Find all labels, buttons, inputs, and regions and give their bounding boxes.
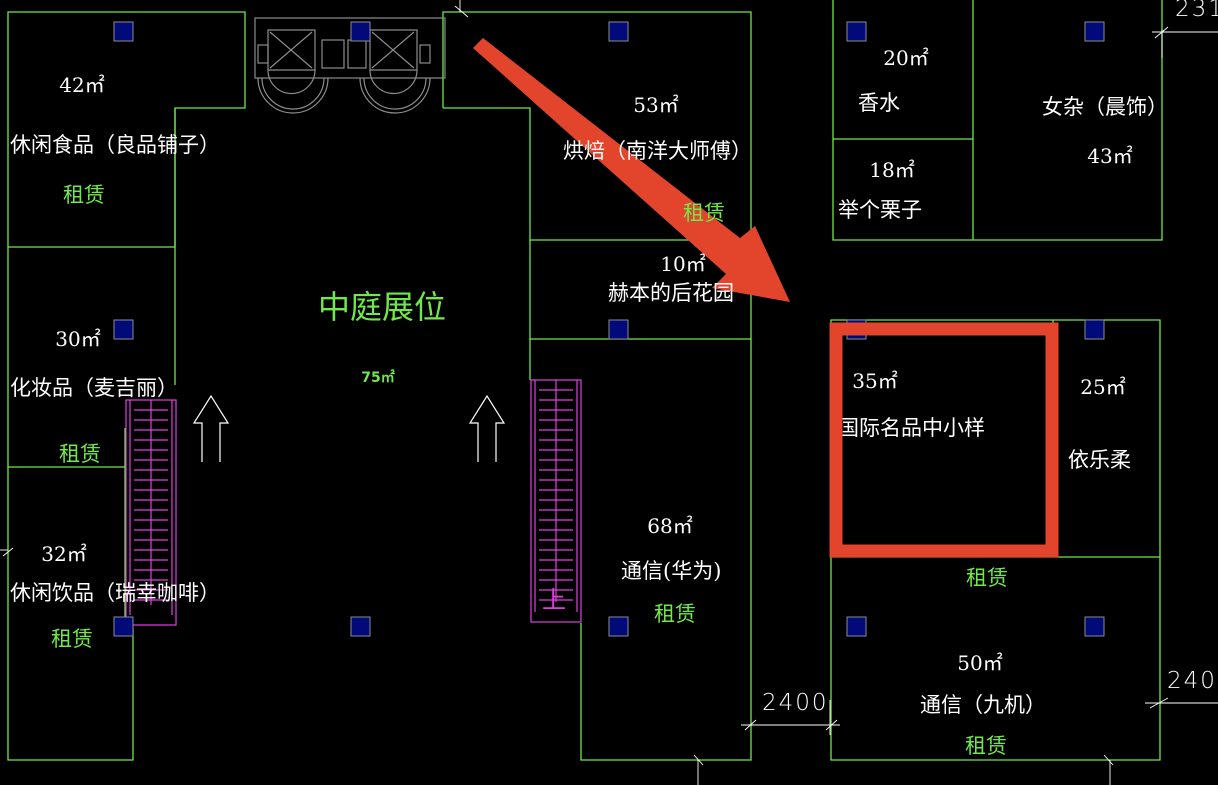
- dimension-label: 240: [1167, 668, 1217, 694]
- shop-name: 休闲食品（良品铺子）: [10, 133, 220, 157]
- wall-drinks: [7, 467, 134, 761]
- shop-area: 53㎡: [633, 93, 678, 117]
- shop-accessories[interactable]: 女杂（晨饰） 43㎡: [1042, 95, 1168, 168]
- red-arrow-icon: [473, 38, 790, 302]
- dimension-label: 2310: [1175, 0, 1218, 22]
- wall-snack: [7, 11, 246, 248]
- shop-name: 依乐柔: [1068, 448, 1131, 472]
- shop-jiuji[interactable]: 50㎡ 通信（九机） 租赁: [920, 651, 1046, 758]
- escalator-left: [125, 399, 177, 626]
- shop-drinks[interactable]: 32㎡ 休闲饮品（瑞幸咖啡） 租赁: [10, 542, 220, 651]
- column-marker: [846, 21, 867, 42]
- shop-area: 30㎡: [55, 327, 100, 351]
- shop-area: 35㎡: [852, 369, 897, 393]
- shop-status: 租赁: [63, 183, 105, 207]
- shop-area: 68㎡: [647, 514, 692, 538]
- shop-status: 租赁: [654, 602, 696, 626]
- shop-name: 女杂（晨饰）: [1042, 95, 1168, 119]
- shop-yilerou[interactable]: 25㎡ 依乐柔: [1068, 375, 1131, 472]
- column-marker: [846, 616, 867, 637]
- shop-status: 租赁: [683, 201, 725, 225]
- shop-intl-brands[interactable]: 35㎡ 国际名品中小样 租赁: [838, 369, 1008, 590]
- atrium[interactable]: 中庭展位 75㎡: [318, 288, 446, 386]
- shop-area: 25㎡: [1080, 375, 1125, 399]
- shop-name: 赫本的后花园: [608, 281, 734, 305]
- column-marker: [113, 21, 134, 42]
- column-marker: [113, 616, 134, 637]
- shop-area: 20㎡: [883, 46, 928, 70]
- shop-area: 18㎡: [869, 158, 914, 182]
- shop-cosmetics[interactable]: 30㎡ 化妆品（麦吉丽） 租赁: [10, 327, 178, 466]
- dimension-ticks: [0, 0, 1114, 785]
- shop-area: 42㎡: [59, 73, 104, 97]
- shop-name: 国际名品中小样: [838, 416, 985, 440]
- wall-cosmetics: [7, 247, 125, 468]
- column-marker: [1084, 319, 1105, 340]
- elevator-block: [254, 17, 446, 114]
- shop-name: 通信（九机）: [920, 693, 1046, 717]
- escalator-up-label: 上: [542, 586, 566, 614]
- wall-huawei-box: [580, 339, 752, 761]
- wall-accessories: [973, 0, 1163, 241]
- shop-huawei[interactable]: 68㎡ 通信(华为) 租赁: [621, 514, 721, 626]
- escalator-right: [530, 379, 582, 623]
- annotation-arrow: [473, 38, 790, 302]
- shop-name: 化妆品（麦吉丽）: [10, 376, 178, 400]
- atrium-name: 中庭展位: [318, 288, 446, 326]
- column-marker: [350, 21, 371, 42]
- shop-name: 香水: [858, 91, 900, 115]
- shop-snack[interactable]: 42㎡ 休闲食品（良品铺子） 租赁: [10, 73, 220, 207]
- column-marker: [608, 319, 629, 340]
- shop-name: 烘焙（南洋大师傅）: [563, 139, 752, 163]
- column-marker: [1084, 616, 1105, 637]
- shop-area: 43㎡: [1087, 144, 1132, 168]
- shop-area: 32㎡: [41, 542, 86, 566]
- column-marker: [608, 21, 629, 42]
- column-marker: [1084, 21, 1105, 42]
- column-marker: [113, 319, 134, 340]
- shop-name: 休闲饮品（瑞幸咖啡）: [10, 581, 220, 605]
- shop-bakery[interactable]: 53㎡ 烘焙（南洋大师傅） 租赁: [563, 93, 752, 225]
- wall-perfume: [832, 0, 974, 241]
- dimension-right-edge: 240: [1145, 668, 1218, 709]
- shop-area: 50㎡: [957, 651, 1002, 675]
- column-marker: [608, 616, 629, 637]
- dimension-label: 2400: [762, 690, 829, 716]
- shop-status: 租赁: [59, 442, 101, 466]
- highlight-box: [829, 322, 1059, 558]
- shop-status: 租赁: [51, 627, 93, 651]
- atrium-area: 75㎡: [361, 369, 394, 386]
- shop-status: 租赁: [965, 734, 1007, 758]
- shop-status: 租赁: [966, 566, 1008, 590]
- shop-area: 10㎡: [660, 252, 705, 276]
- shop-garden[interactable]: 10㎡ 赫本的后花园: [608, 252, 734, 305]
- shop-name: 通信(华为): [621, 559, 721, 583]
- up-arrow-icon: [468, 394, 506, 462]
- dimension-top-right: 2310: [1152, 0, 1218, 58]
- shop-name: 举个栗子: [838, 198, 922, 222]
- up-arrow-icon: [192, 394, 230, 462]
- shop-perfume[interactable]: 20㎡ 香水: [858, 46, 929, 115]
- shop-chestnut[interactable]: 18㎡ 举个栗子: [838, 158, 922, 222]
- column-marker: [350, 616, 371, 637]
- dimension-bottom-gap: 2400: [741, 690, 840, 735]
- walls: [7, 0, 1163, 761]
